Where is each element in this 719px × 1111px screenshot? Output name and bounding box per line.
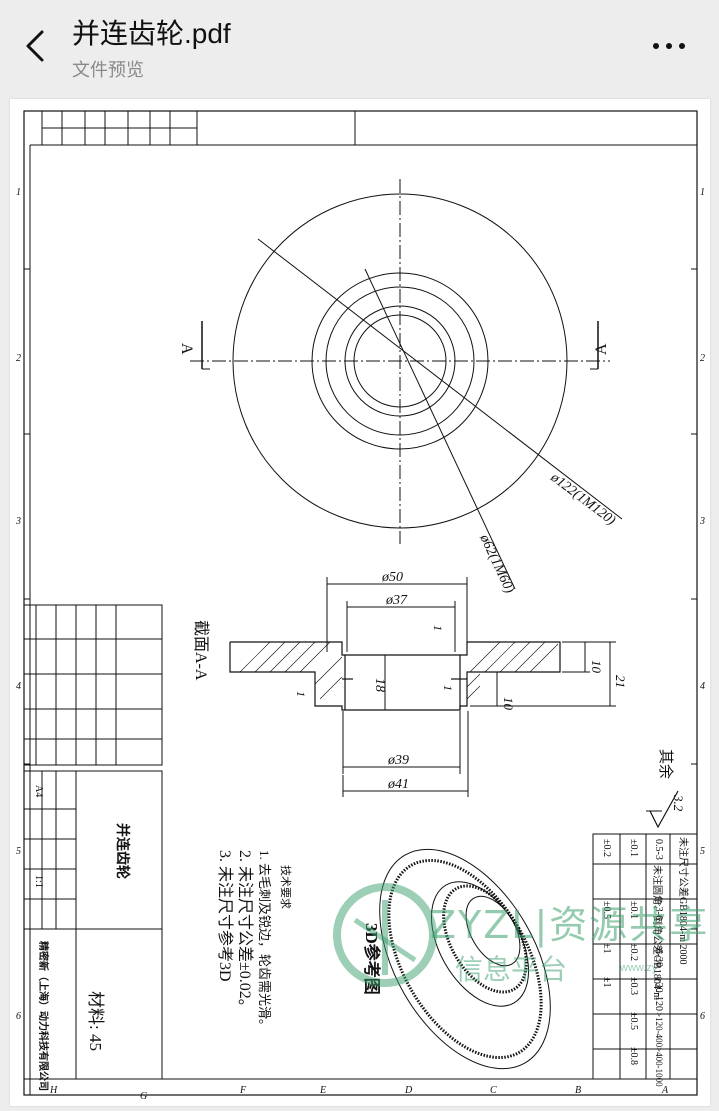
tech-req-2: 2. 未注尺寸公差±0.02。 — [236, 850, 254, 1015]
zone-number: 6 — [700, 1011, 705, 1022]
tech-req-1: 1. 去毛刺及锐边，轮齿需光滑。 — [257, 850, 272, 1032]
zone-number: 6 — [16, 1011, 21, 1022]
watermark-logo-icon — [333, 883, 437, 987]
dim-10-top: 10 — [589, 660, 604, 674]
section-mark-right: A — [593, 343, 610, 355]
part-name: 并连齿轮 — [114, 823, 131, 879]
zone-number: 1 — [16, 187, 21, 198]
dim-1-top: 1 — [431, 625, 445, 631]
tol-value: ±0.2 — [628, 943, 639, 961]
chamfer-value: ±0.2 — [601, 839, 612, 857]
chamfer-value: ±1 — [601, 977, 612, 988]
zone-letter: D — [404, 1085, 413, 1096]
dim-1-left: 1 — [294, 691, 308, 697]
file-subtitle: 文件预览 — [72, 60, 144, 80]
back-button[interactable] — [22, 28, 50, 64]
zone-letter: A — [661, 1085, 669, 1096]
zone-number: 4 — [16, 681, 21, 692]
tol-range: >400-1000 — [654, 1047, 664, 1087]
top-bar: 并连齿轮.pdf 文件预览 — [0, 0, 719, 88]
chamfer-value: ±0.5 — [601, 901, 612, 919]
chamfer-title: 未注圆角、倒角公差GB1804-m — [651, 865, 664, 1000]
section-mark-left: A — [178, 343, 195, 355]
zone-number: 3 — [699, 516, 705, 527]
tol-value: ±0.1 — [628, 901, 639, 919]
watermark-text: ZYZL|资源共享 — [430, 903, 710, 947]
dim-10-bottom: 10 — [501, 697, 516, 711]
dim-phi41: ø41 — [387, 777, 409, 792]
tech-req-3: 3. 未注尺寸参考3D — [216, 850, 234, 982]
roughness-value: 3.2 — [671, 794, 686, 812]
pdf-page: 1 2 3 4 5 6 1 2 3 4 5 6 H G F E D C B A — [10, 99, 710, 1106]
tol-value: ±0.1 — [628, 839, 639, 857]
dim-phi122: ø122(1M120) — [547, 470, 619, 529]
watermark-url: www.zy — [620, 962, 658, 974]
tol-value: ±0.8 — [628, 1047, 639, 1065]
zone-number: 2 — [700, 353, 705, 364]
tol-range: 0.5-3 — [653, 839, 664, 860]
engineering-drawing: 1 2 3 4 5 6 1 2 3 4 5 6 H G F E D C B A — [15, 110, 705, 1102]
zone-letter: G — [140, 1091, 147, 1102]
zone-letter: E — [319, 1085, 326, 1096]
zone-letter: H — [49, 1085, 58, 1096]
tolerance-title: 未注尺寸公差GB1804-m 2000 — [677, 837, 690, 965]
company-name: 精密新（上海）动力科技有限公司 — [37, 941, 50, 1091]
paper-size: A4 — [33, 785, 44, 797]
zone-letter: B — [575, 1085, 581, 1096]
more-options-button[interactable] — [648, 30, 690, 60]
zone-number: 1 — [700, 187, 705, 198]
material-label: 材料: 45 — [86, 991, 105, 1051]
zone-number: 2 — [16, 353, 21, 364]
tol-value: ±0.3 — [628, 977, 639, 995]
dim-21: 21 — [613, 675, 628, 688]
tech-req-title: 技术要求 — [279, 865, 292, 909]
tol-value: ±0.5 — [628, 1012, 639, 1030]
tol-range: >30-120 — [653, 977, 664, 1011]
roughness-rest: 其余 — [657, 749, 675, 779]
tol-range: >3-6 — [653, 901, 664, 920]
dim-phi39: ø39 — [387, 753, 409, 768]
pdf-viewer[interactable]: 1 2 3 4 5 6 1 2 3 4 5 6 H G F E D C B A — [0, 88, 719, 1108]
dim-18: 18 — [372, 678, 387, 692]
dim-phi37: ø37 — [385, 593, 408, 608]
dim-phi62: ø62(1M60) — [476, 531, 517, 596]
section-label: 截面A-A — [192, 620, 210, 681]
file-title: 并连齿轮.pdf — [72, 18, 231, 49]
chevron-left-icon — [26, 30, 44, 62]
zone-number: 3 — [15, 516, 21, 527]
zone-number: 5 — [16, 846, 21, 857]
zone-number: 4 — [700, 681, 705, 692]
tol-range: >6-30 — [653, 943, 664, 967]
watermark-sub: 信息平台 — [455, 953, 568, 986]
scale: 1:1 — [33, 875, 44, 888]
chamfer-value: ±1 — [601, 943, 612, 954]
tol-range: >120-400 — [654, 1012, 664, 1048]
zone-number: 5 — [700, 846, 705, 857]
dim-1-mid: 1 — [441, 685, 455, 691]
zone-letter: F — [239, 1085, 247, 1096]
dim-phi50: ø50 — [381, 570, 403, 585]
more-icon — [653, 43, 685, 49]
zone-letter: C — [490, 1085, 497, 1096]
